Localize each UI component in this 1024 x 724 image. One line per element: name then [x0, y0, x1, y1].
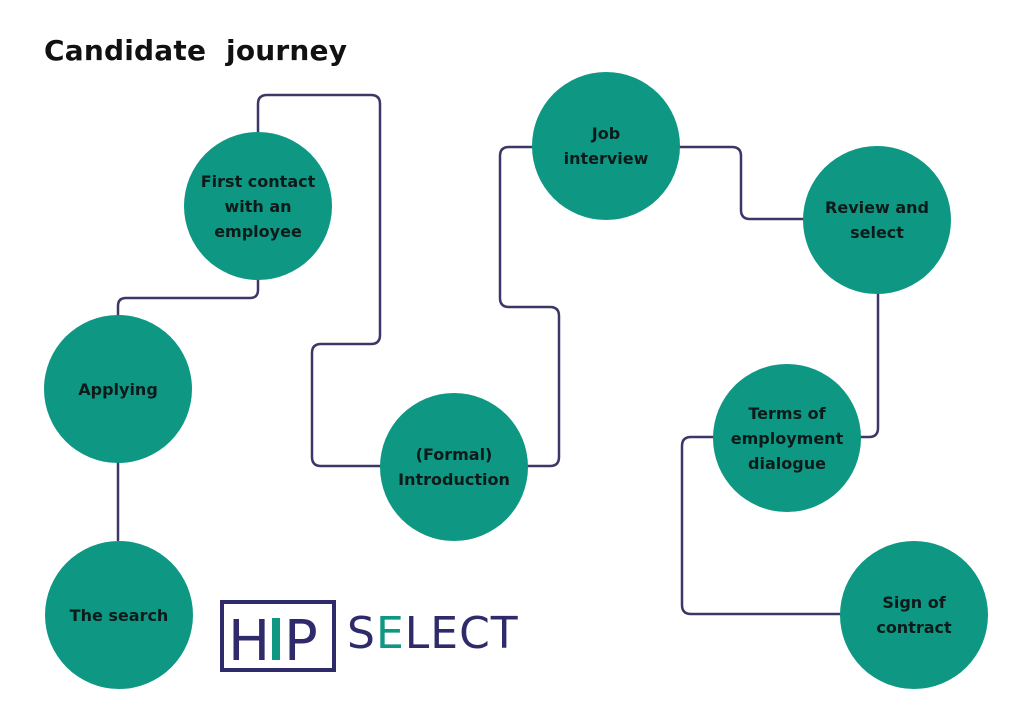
node-formal-introduction: (Formal) Introduction — [380, 393, 528, 541]
logo-mark-p: P — [284, 609, 318, 672]
node-label: The search — [69, 605, 169, 625]
logo-word-part1: S — [347, 608, 376, 659]
node-label: Sign of contract — [876, 593, 952, 637]
connector-first-contact-to-introduction — [256, 93, 382, 468]
node-label: Terms of employment dialogue — [730, 403, 844, 473]
node-label: Review and select — [825, 198, 929, 242]
page-title: Candidate journey — [44, 34, 348, 67]
node-the-search: The search — [45, 541, 193, 689]
node-label: Job interview — [563, 124, 649, 168]
node-job-interview: Job interview — [532, 72, 680, 220]
node-label: Applying — [78, 379, 158, 399]
node-terms-of-employment: Terms of employment dialogue — [713, 364, 861, 512]
node-applying: Applying — [44, 315, 192, 463]
connector-interview-to-review — [678, 145, 806, 221]
node-sign-of-contract: Sign of contract — [840, 541, 988, 689]
connector-applying-to-first-contact — [116, 278, 260, 318]
connector-review-to-terms — [858, 292, 880, 439]
node-label: (Formal) Introduction — [398, 445, 510, 489]
node-first-contact: First contact with an employee — [184, 132, 332, 280]
connector-terms-to-contract — [680, 435, 842, 616]
node-review-and-select: Review and select — [803, 146, 951, 294]
node-label: First contact with an employee — [200, 171, 316, 241]
logo-word-part2: LECT — [404, 608, 519, 659]
logo-mark-i-bar — [272, 618, 280, 660]
connector-introduction-to-interview — [498, 145, 561, 468]
hip-logo-mark: H P — [220, 600, 336, 672]
logo-word-accent: E — [375, 608, 405, 659]
hip-select-logo: H P SELECT — [220, 600, 520, 672]
logo-mark-h: H — [228, 609, 270, 672]
logo-wordmark: SELECT — [347, 608, 519, 659]
